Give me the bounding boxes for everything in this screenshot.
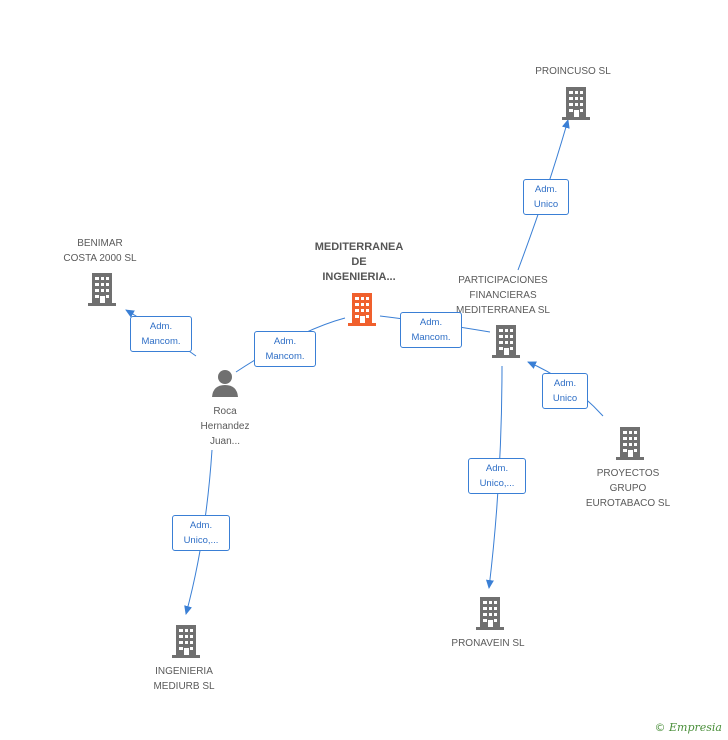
edge-label-participaciones-pronavein[interactable]: Adm. Unico,... <box>468 458 526 494</box>
edge-label-participaciones-proincuso[interactable]: Adm. Unico <box>523 179 569 215</box>
label-line: PROYECTOS <box>596 468 660 479</box>
building-icon[interactable] <box>490 324 522 358</box>
label-line: Hernandez <box>200 421 250 432</box>
label-line: EUROTABACO SL <box>585 498 671 509</box>
credit: © Empresia <box>655 721 723 734</box>
label-line: Juan... <box>209 436 241 447</box>
label-line: PARTICIPACIONES <box>458 275 548 286</box>
edge-label-line: Adm. <box>273 336 297 347</box>
node-label-benimar[interactable]: BENIMAR COSTA 2000 SL <box>63 236 136 266</box>
copyright-symbol: © <box>654 721 666 734</box>
edge-label-line: Mancom. <box>141 336 181 347</box>
label-line: MEDIURB SL <box>153 681 215 692</box>
edge-label-line: Adm. <box>485 463 509 474</box>
node-label-proyectos[interactable]: PROYECTOS GRUPO EUROTABACO SL <box>586 466 670 511</box>
building-icon[interactable] <box>560 86 592 120</box>
edge-label-line: Unico <box>552 393 578 404</box>
edge-label-line: Unico <box>533 199 559 210</box>
node-label-ingenieria[interactable]: INGENIERIA MEDIURB SL <box>153 664 214 694</box>
edge-label-line: Unico,... <box>479 478 515 489</box>
edge-label-person-benimar[interactable]: Adm. Mancom. <box>130 316 192 352</box>
node-label-participaciones[interactable]: PARTICIPACIONES FINANCIERAS MEDITERRANEA… <box>456 273 550 318</box>
edge-label-participaciones-focus[interactable]: Adm. Mancom. <box>400 312 462 348</box>
edge-label-person-focus[interactable]: Adm. Mancom. <box>254 331 316 367</box>
edge-label-line: Unico,... <box>183 535 219 546</box>
edge-label-line: Adm. <box>419 317 443 328</box>
building-icon[interactable] <box>346 292 378 326</box>
edge-label-person-ingenieria[interactable]: Adm. Unico,... <box>172 515 230 551</box>
edge-label-line: Adm. <box>553 378 577 389</box>
edge-label-line: Adm. <box>149 321 173 332</box>
label-line: FINANCIERAS <box>469 290 537 301</box>
label-line: MEDITERRANEA <box>314 241 404 253</box>
edge-label-line: Mancom. <box>411 332 451 343</box>
label-line: MEDITERRANEA SL <box>456 305 550 316</box>
label-line: Roca <box>213 406 237 417</box>
edge-label-line: Adm. <box>534 184 558 195</box>
building-icon[interactable] <box>474 596 506 630</box>
building-icon[interactable] <box>614 426 646 460</box>
edge-label-line: Adm. <box>189 520 213 531</box>
node-label-focus[interactable]: MEDITERRANEA DE INGENIERIA... <box>315 240 404 285</box>
node-label-person[interactable]: Roca Hernandez Juan... <box>201 404 250 449</box>
edge-label-line: Mancom. <box>265 351 305 362</box>
label-line: INGENIERIA <box>155 666 213 677</box>
node-label-pronavein[interactable]: PRONAVEIN SL <box>451 636 524 651</box>
label-line: PROINCUSO SL <box>535 66 611 77</box>
building-icon[interactable] <box>170 624 202 658</box>
label-line: GRUPO <box>609 483 647 494</box>
node-label-proincuso[interactable]: PROINCUSO SL <box>535 64 611 79</box>
label-line: PRONAVEIN SL <box>451 638 525 649</box>
brand-logo: Empresia <box>669 721 722 734</box>
label-line: COSTA 2000 SL <box>63 253 137 264</box>
label-line: INGENIERIA... <box>322 271 396 283</box>
edge-label-proyectos-participaciones[interactable]: Adm. Unico <box>542 373 588 409</box>
person-icon[interactable] <box>210 368 240 398</box>
label-line: BENIMAR <box>77 238 123 249</box>
building-icon[interactable] <box>86 272 118 306</box>
label-line: DE <box>351 256 367 268</box>
